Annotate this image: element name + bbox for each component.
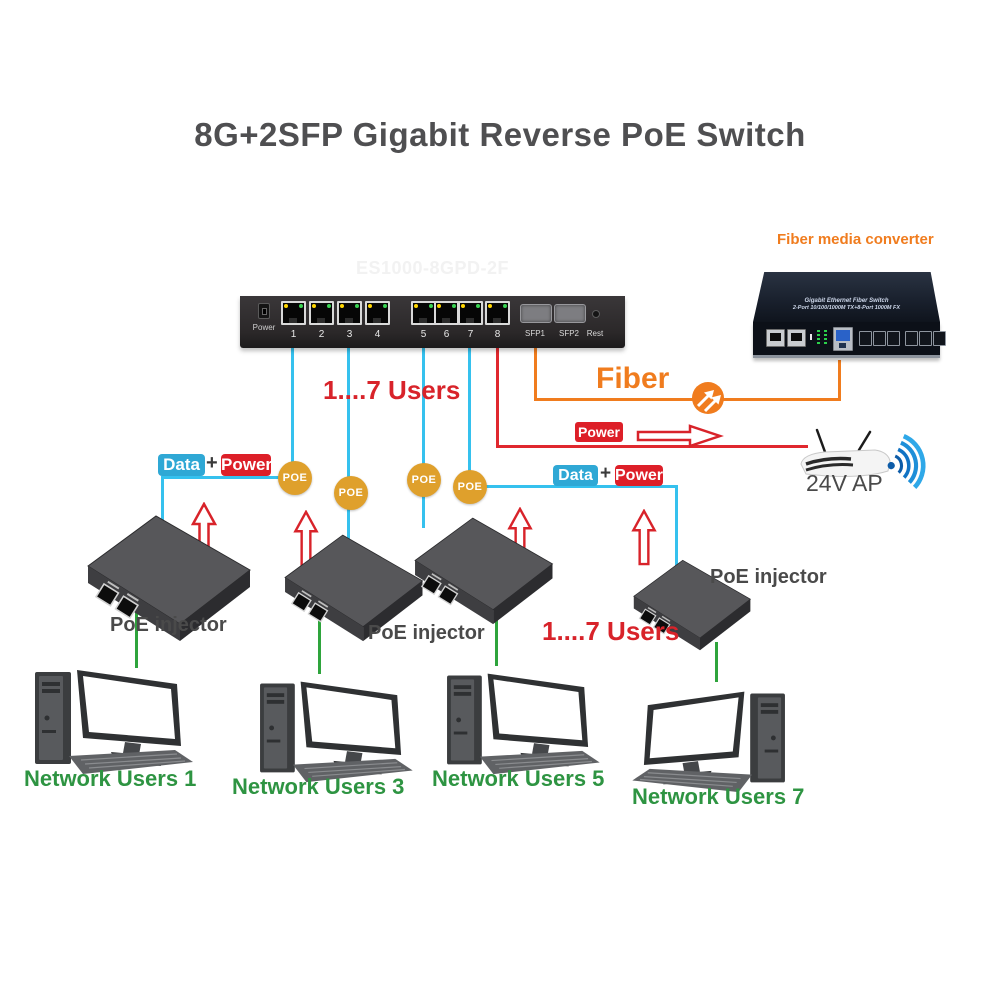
poe-badge-2: POE (334, 476, 368, 510)
cable-injector3-pc3 (495, 602, 498, 666)
converter-rj45-port-2 (787, 329, 806, 347)
users-label-top: 1....7 Users (323, 375, 461, 405)
ethernet-port-6 (434, 301, 459, 325)
port-number: 2 (318, 329, 325, 340)
port-number: 5 (420, 329, 427, 340)
cable-fiber-horizontal (534, 398, 841, 401)
computer-3 (447, 673, 600, 775)
fiber-converter-front-panel (753, 322, 946, 358)
cable-injector1-drop (161, 476, 164, 521)
converter-sfp-slot (887, 331, 900, 346)
computer-1 (35, 670, 193, 774)
reset-label: Rest (586, 329, 604, 338)
sfp-slot-1 (520, 304, 552, 323)
wireless-ap-device (800, 428, 891, 477)
power-jack-label: Power (252, 323, 276, 332)
cable-port8-down (496, 346, 499, 448)
users-label-bottom: 1....7 Users (542, 616, 680, 646)
computer-4 (632, 691, 785, 793)
switch-model-label: ES1000-8GPD-2F (355, 258, 510, 278)
cable-poe4-horizontal (470, 485, 678, 488)
plus-sign-2: + (600, 463, 612, 484)
converter-sfp-slot (873, 331, 886, 346)
ethernet-port-2 (309, 301, 334, 325)
sfp-slot-2 (554, 304, 586, 323)
cable-port7-poe (468, 346, 471, 487)
cable-port1-poe (291, 346, 294, 480)
ethernet-port-3 (337, 301, 362, 325)
switch-front-panel: Power 1 2 3 4 5 6 7 8 SFP1 SFP2 Rest (240, 296, 625, 348)
poe-injector-1 (87, 515, 251, 641)
poe-badge-1: POE (278, 461, 312, 495)
converter-sfp-slot (933, 331, 946, 346)
converter-sfp-slot (905, 331, 918, 346)
converter-bottom-edge (753, 355, 940, 358)
port-number: 1 (290, 329, 297, 340)
ethernet-port-5 (411, 301, 436, 325)
port-number: 4 (374, 329, 381, 340)
ethernet-port-1 (281, 301, 306, 325)
poe-injector-2 (284, 534, 424, 642)
network-users-3-label: Network Users 3 (232, 774, 405, 799)
reset-button (592, 310, 600, 318)
cable-power-to-ap (496, 445, 808, 448)
cable-injector2-pc2 (318, 614, 321, 674)
network-users-1-label: Network Users 1 (24, 766, 197, 791)
fiber-connector-icon (692, 382, 724, 414)
poe-badge-4: POE (453, 470, 487, 504)
cable-injector4-pc4 (715, 642, 718, 682)
power-direction-arrow (636, 424, 724, 448)
cable-injector1-pc1 (135, 610, 138, 668)
ethernet-port-8 (485, 301, 510, 325)
wifi-signal-icon (887, 434, 926, 489)
converter-rj45-port-1 (766, 329, 785, 347)
cable-port5-poe (422, 346, 425, 528)
fiber-label: Fiber (596, 362, 670, 395)
converter-led-column (817, 330, 820, 345)
injector-label-4: PoE injector (710, 566, 827, 588)
converter-sfp-slot (919, 331, 932, 346)
injector-label-1: PoE injector (110, 614, 227, 636)
power-badge-2: Power (615, 465, 664, 486)
sfp1-label: SFP1 (524, 329, 545, 338)
power-jack (258, 303, 270, 319)
poe-injector-3 (414, 517, 554, 625)
cable-port3-poe (347, 346, 350, 540)
injector-label-2: PoE injector (368, 622, 485, 644)
plus-sign-1: + (206, 452, 218, 474)
diagram-title: 8G+2SFP Gigabit Reverse PoE Switch (194, 116, 806, 153)
fiber-converter-top-face: Gigabit Ethernet Fiber Switch 2-Port 10/… (753, 272, 940, 322)
converter-led-column (824, 330, 827, 345)
computer-2 (260, 681, 413, 783)
converter-sfp-slot (859, 331, 872, 346)
cable-injector4-drop (675, 485, 678, 567)
ap-label: 24V AP (806, 470, 883, 496)
data-badge-1: Data (158, 454, 205, 476)
ethernet-port-7 (458, 301, 483, 325)
ethernet-port-4 (365, 301, 390, 325)
sfp2-label: SFP2 (558, 329, 579, 338)
data-badge-2: Data (553, 465, 598, 486)
network-users-7-label: Network Users 7 (632, 784, 805, 809)
cable-sfp1-down (534, 346, 537, 401)
cable-fiber-up-converter (838, 360, 841, 401)
power-flow-badge: Power (575, 422, 623, 442)
up-arrow-4 (631, 509, 657, 566)
fiber-converter-panel-text: Gigabit Ethernet Fiber Switch 2-Port 10/… (792, 298, 901, 311)
poe-badge-3: POE (407, 463, 441, 497)
port-number: 3 (346, 329, 353, 340)
port-number: 6 (443, 329, 450, 340)
port-number: 8 (494, 329, 501, 340)
power-badge-1: Power (221, 454, 273, 476)
converter-led (810, 334, 812, 340)
network-users-5-label: Network Users 5 (432, 766, 605, 791)
port-number: 7 (467, 329, 474, 340)
cable-poe1-horizontal (161, 476, 298, 479)
fiber-converter-title: Fiber media converter (777, 231, 934, 248)
poe-injector-4 (633, 559, 752, 651)
converter-sfp-module (833, 327, 853, 351)
